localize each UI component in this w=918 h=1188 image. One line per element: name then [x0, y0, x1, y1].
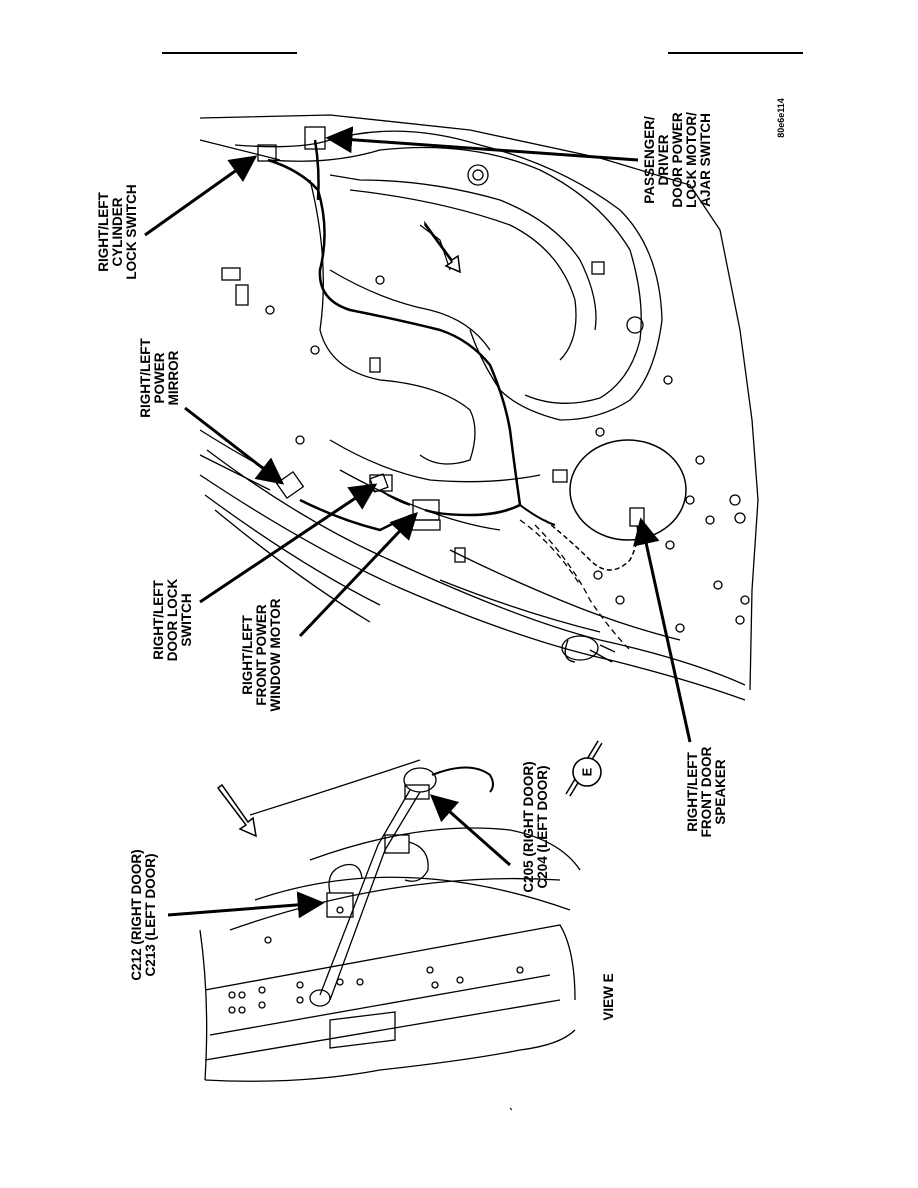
- callout-line: DOOR POWER: [670, 112, 685, 208]
- callout-line: RIGHT/LEFT: [240, 615, 255, 695]
- leader-arrows: [144, 126, 692, 919]
- callout-line: DOOR LOCK: [165, 579, 180, 662]
- callout-line: POWER: [152, 352, 167, 403]
- forward-direction-icon: [424, 220, 461, 274]
- callout-line: FRONT POWER: [254, 604, 269, 705]
- callout-line: CYLINDER: [110, 197, 125, 266]
- callout-cylinder-lock-switch: RIGHT/LEFT CYLINDER LOCK SWITCH: [96, 184, 139, 279]
- door-lock-switch-arrow: [199, 483, 378, 604]
- c212-arrow: [167, 891, 325, 919]
- view-e-marker-label: E: [580, 767, 595, 776]
- callout-line: RIGHT/LEFT: [96, 192, 111, 272]
- callout-line: RIGHT/LEFT: [138, 338, 153, 418]
- door-inner-panel-illustration: [199, 114, 759, 701]
- callout-line: DRIVER: [656, 134, 671, 185]
- callout-c205-c204: C205 (RIGHT DOOR) C204 (LEFT DOOR): [521, 761, 550, 892]
- callout-power-mirror: RIGHT/LEFT POWER MIRROR: [138, 338, 181, 418]
- callout-door-power-lock-motor: PASSENGER/ DRIVER DOOR POWER LOCK MOTOR/…: [642, 112, 713, 208]
- callout-line: C205 (RIGHT DOOR): [521, 761, 536, 892]
- callout-door-lock-switch: RIGHT/LEFT DOOR LOCK SWITCH: [151, 579, 194, 662]
- callout-line: C213 (LEFT DOOR): [143, 853, 158, 976]
- figure-id: 80e6e114: [776, 98, 786, 138]
- callout-line: LOCK MOTOR/: [684, 112, 699, 208]
- stray-mark: [509, 1107, 513, 1111]
- power-mirror-arrow: [184, 406, 285, 485]
- window-motor-arrow: [298, 512, 418, 638]
- view-e-marker: E: [565, 740, 603, 797]
- callout-line: SWITCH: [179, 593, 194, 646]
- callout-line: RIGHT/LEFT: [151, 580, 166, 660]
- callout-line: PASSENGER/: [642, 116, 657, 204]
- lock-motor-arrow: [325, 126, 639, 162]
- inset-direction-icon: [216, 783, 257, 838]
- speaker-arrow: [633, 517, 692, 743]
- callout-line: MIRROR: [166, 350, 181, 405]
- callout-line: C212 (RIGHT DOOR): [129, 849, 144, 980]
- callout-c212-c213: C212 (RIGHT DOOR) C213 (LEFT DOOR): [129, 849, 158, 980]
- callout-front-door-speaker: RIGHT/LEFT FRONT DOOR SPEAKER: [685, 746, 728, 837]
- callout-front-power-window-motor: RIGHT/LEFT FRONT POWER WINDOW MOTOR: [240, 598, 283, 711]
- callout-line: LOCK SWITCH: [124, 184, 139, 279]
- callout-line: SPEAKER: [713, 759, 728, 825]
- callout-line: RIGHT/LEFT: [685, 752, 700, 832]
- cylinder-lock-arrow: [144, 155, 258, 237]
- callout-line: AJAR SWITCH: [698, 113, 713, 207]
- callout-line: C204 (LEFT DOOR): [535, 765, 550, 888]
- callout-line: WINDOW MOTOR: [268, 598, 283, 711]
- view-e-inset-illustration: [199, 759, 581, 1082]
- callout-line: FRONT DOOR: [699, 746, 714, 837]
- c205-arrow: [429, 794, 511, 867]
- view-e-label: VIEW E: [601, 973, 616, 1020]
